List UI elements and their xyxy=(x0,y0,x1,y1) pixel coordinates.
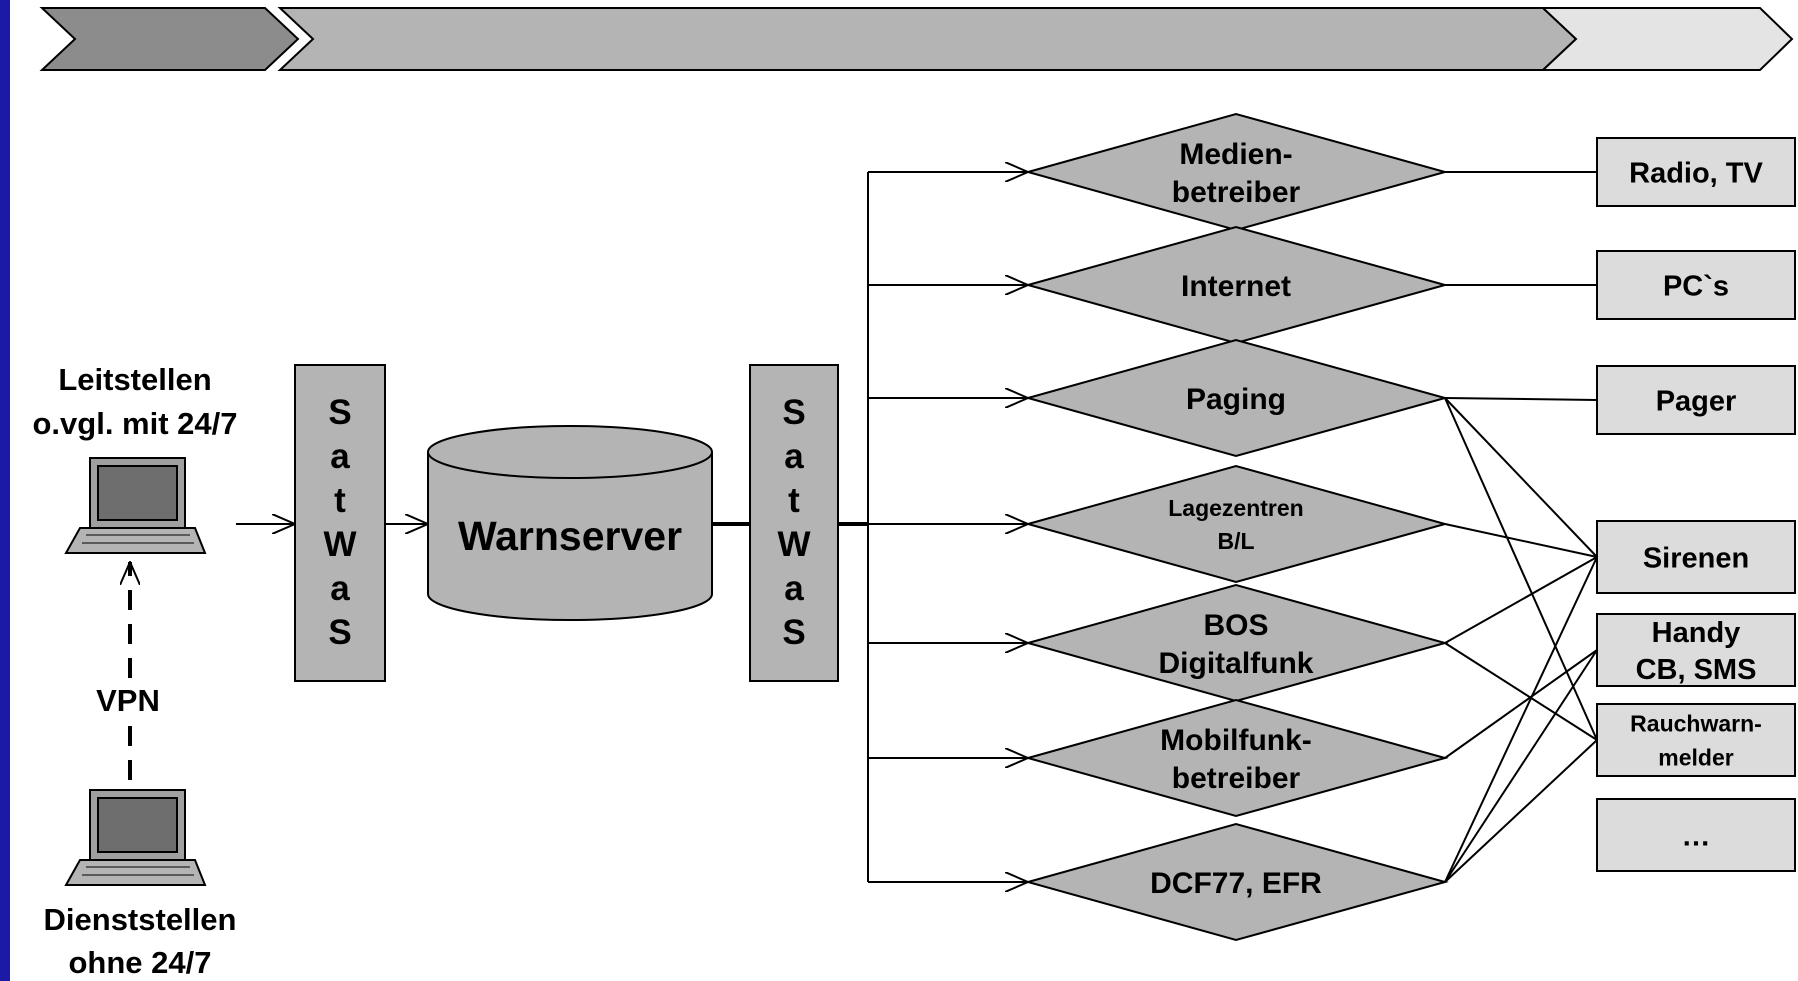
channel-label: Digitalfunk xyxy=(1159,647,1314,680)
channel-diamond xyxy=(1024,338,1449,458)
link-channel-to-endpoint xyxy=(1444,556,1598,644)
left-accent-bar xyxy=(0,0,10,981)
endpoint-label: melder xyxy=(1658,744,1733,770)
channel-diamond xyxy=(1024,822,1449,942)
channel-label: betreiber xyxy=(1172,176,1301,209)
endpoint-box xyxy=(1596,365,1796,435)
endpoint-box xyxy=(1596,520,1796,594)
laptop-icon xyxy=(64,457,207,554)
channel-diamond xyxy=(1024,225,1449,345)
satwas-right-box xyxy=(749,364,839,682)
link-channel-to-endpoint xyxy=(1444,397,1598,741)
warnserver-label: Warnserver xyxy=(458,513,682,559)
satwas-letter: W xyxy=(323,525,356,564)
link-channel-to-endpoint xyxy=(1444,523,1598,558)
endpoint-box xyxy=(1596,137,1796,207)
dienststellen-sublabel: ohne 24/7 xyxy=(69,945,212,980)
channel-label: Mobilfunk- xyxy=(1160,724,1312,757)
satwas-letter: S xyxy=(328,393,351,432)
channel-shapes: Medien-betreiberInternetPagingLagezentre… xyxy=(1024,112,1449,942)
endpoint-label: Sirenen xyxy=(1643,542,1749,574)
endpoint-label: … xyxy=(1682,820,1711,852)
endpoint-label: Radio, TV xyxy=(1629,157,1763,189)
satwas-letter: t xyxy=(334,481,346,520)
satwas-letter: a xyxy=(330,569,350,608)
chevron-2 xyxy=(277,7,1578,71)
dienststellen-label: Dienststellen xyxy=(44,902,237,937)
link-channel-to-endpoint xyxy=(1444,649,1598,759)
endpoint-label: Pager xyxy=(1656,385,1737,417)
link-channel-to-endpoint xyxy=(1444,642,1598,741)
channel-label: Internet xyxy=(1181,270,1291,303)
link-channel-to-endpoint xyxy=(1444,556,1598,883)
channel-arrows xyxy=(868,172,1028,882)
link-channel-to-endpoint xyxy=(1444,739,1598,883)
link-channel-to-endpoint xyxy=(1444,649,1598,883)
channel-diamond xyxy=(1024,112,1449,232)
chevron-1 xyxy=(39,7,300,71)
channel-diamond xyxy=(1024,583,1449,703)
satwas-left-box xyxy=(294,364,386,682)
channel-label: betreiber xyxy=(1172,762,1301,795)
link-channel-to-endpoint xyxy=(1444,397,1598,558)
endpoint-box xyxy=(1596,703,1796,777)
vpn-label-background xyxy=(88,680,174,718)
endpoint-label: PC`s xyxy=(1663,270,1729,302)
channel-label: Lagezentren xyxy=(1168,495,1303,521)
channel-diamond xyxy=(1024,464,1449,584)
vpn-label: VPN xyxy=(96,683,160,718)
satwas-letter: a xyxy=(784,569,804,608)
endpoint-label: Handy xyxy=(1652,617,1741,649)
channel-label: B/L xyxy=(1217,528,1254,554)
laptop-icon xyxy=(64,789,207,886)
fan-out-lines xyxy=(1444,171,1598,883)
link-channel-to-endpoint xyxy=(1444,397,1598,401)
chevron-3 xyxy=(1540,7,1794,71)
channel-label: DCF77, EFR xyxy=(1150,867,1322,900)
satwas-letter: S xyxy=(328,613,351,652)
satwas-letter: a xyxy=(330,437,350,476)
satwas-letter: t xyxy=(788,481,800,520)
satwas-letter: S xyxy=(782,393,805,432)
satwas-letter: a xyxy=(784,437,804,476)
channel-label: Medien- xyxy=(1179,138,1292,171)
endpoint-box xyxy=(1596,250,1796,320)
header-chevron-bar xyxy=(39,7,1794,71)
channel-label: BOS xyxy=(1203,609,1268,642)
satwas-letter: W xyxy=(777,525,810,564)
channel-label: Paging xyxy=(1186,383,1286,416)
satwas-letter: S xyxy=(782,613,805,652)
leitstellen-sublabel: o.vgl. mit 24/7 xyxy=(32,406,237,441)
endpoint-label: CB, SMS xyxy=(1636,654,1757,686)
endpoint-box xyxy=(1596,613,1796,687)
warnserver-database-icon xyxy=(427,425,713,621)
leitstellen-label: Leitstellen xyxy=(58,362,211,397)
channel-diamond xyxy=(1024,698,1449,818)
endpoint-label: Rauchwarn- xyxy=(1630,710,1762,736)
endpoint-box xyxy=(1596,798,1796,872)
